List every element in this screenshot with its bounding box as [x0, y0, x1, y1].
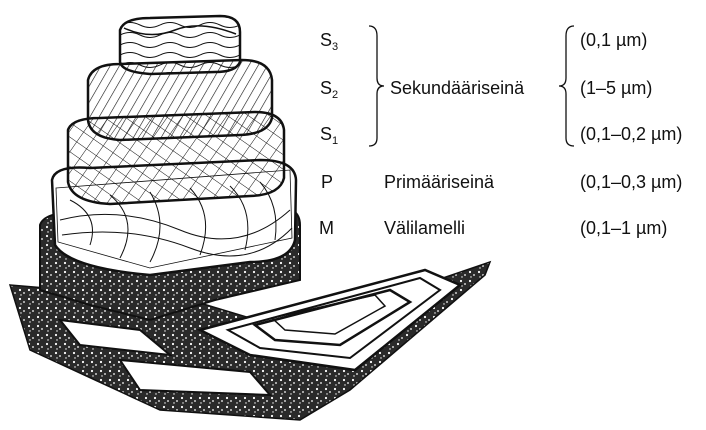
label-p: P: [321, 172, 333, 192]
label-middle-lamella: Välilamelli: [384, 218, 465, 238]
label-s2: S2: [320, 78, 338, 101]
label-primary-wall: Primääriseinä: [384, 172, 494, 192]
secondary-wall-bracket: [369, 26, 384, 146]
label-s1: S1: [320, 124, 338, 147]
thickness-s2: (1–5 µm): [580, 78, 652, 98]
thickness-bracket: [559, 26, 574, 146]
s3-layer: [120, 16, 240, 74]
thickness-m: (0,1–1 µm): [580, 218, 667, 238]
label-m: M: [319, 218, 334, 238]
thickness-s3: (0,1 µm): [580, 30, 647, 50]
label-s3: S3: [320, 30, 338, 53]
label-secondary-wall: Sekundääriseinä: [390, 78, 524, 98]
thickness-s1: (0,1–0,2 µm): [580, 124, 682, 144]
thickness-p: (0,1–0,3 µm): [580, 172, 682, 192]
